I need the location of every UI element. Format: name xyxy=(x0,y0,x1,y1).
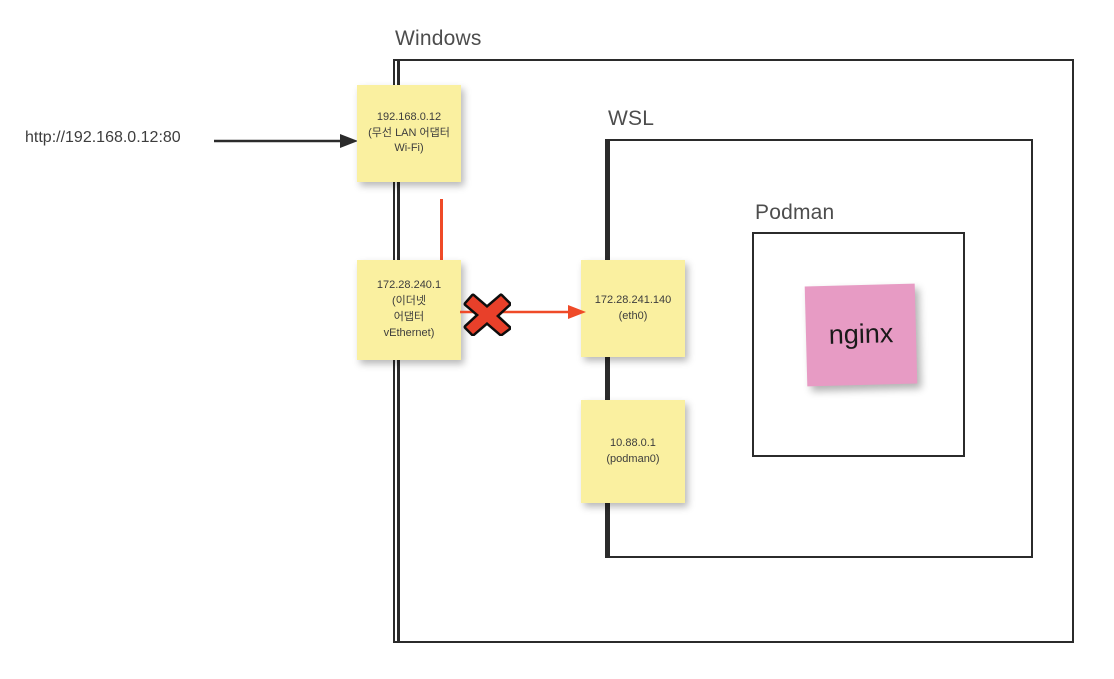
container-label-podman: Podman xyxy=(755,201,835,224)
note-vethernet-ip: 172.28.240.1 xyxy=(376,279,442,292)
note-vethernet-line4: vEthernet) xyxy=(383,326,435,339)
note-vethernet-adapter: 172.28.240.1 (이더넷 어댑터 vEthernet) xyxy=(357,260,461,360)
note-eth0: 172.28.241.140 (eth0) xyxy=(581,260,685,357)
note-vethernet-line3: 어댑터 xyxy=(393,311,425,323)
note-wifi-adapter-name: (무선 LAN 어댑터 xyxy=(368,126,450,139)
note-eth0-name: (eth0) xyxy=(618,309,648,322)
note-podman0: 10.88.0.1 (podman0) xyxy=(581,400,685,503)
note-eth0-ip: 172.28.241.140 xyxy=(594,293,672,306)
note-podman0-ip: 10.88.0.1 xyxy=(610,436,656,449)
note-wifi-adapter: 192.168.0.12 (무선 LAN 어댑터 Wi-Fi) xyxy=(357,85,461,182)
note-wifi-adapter-suffix: Wi-Fi) xyxy=(394,142,424,155)
note-wifi-ip: 192.168.0.12 xyxy=(376,110,442,123)
note-podman0-name: (podman0) xyxy=(606,452,660,465)
container-label-wsl: WSL xyxy=(608,107,655,130)
blocked-x-icon xyxy=(463,293,511,336)
note-nginx-label: nginx xyxy=(828,318,894,351)
request-arrow-icon xyxy=(214,134,358,148)
connector-red-vertical xyxy=(440,199,443,294)
request-url-label: http://192.168.0.12:80 xyxy=(25,129,181,146)
container-box-podman xyxy=(752,232,965,457)
note-vethernet-line2: (이더넷 xyxy=(391,295,426,308)
container-label-windows: Windows xyxy=(395,27,482,50)
note-nginx-container: nginx xyxy=(804,283,918,387)
